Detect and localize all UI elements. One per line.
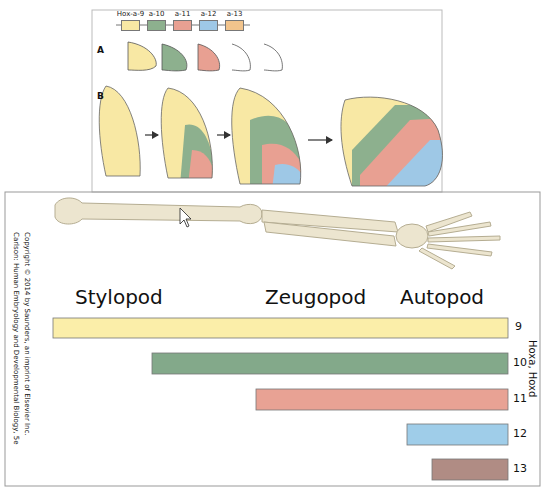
legend-text: Hox-a-9: [117, 11, 144, 18]
legend-swatch: [225, 20, 244, 31]
region-label: Stylopod: [75, 286, 163, 308]
legend-text: a-12: [201, 11, 217, 18]
gene-number: 10: [513, 357, 527, 369]
expression-bars: [53, 318, 508, 480]
legend-swatch: [147, 20, 166, 31]
panel-frame: [5, 192, 540, 486]
panel-letter: B: [97, 92, 104, 102]
legend-text: a-11: [175, 11, 191, 18]
legend-swatch: [121, 20, 140, 31]
limb-bud-row-b: [99, 80, 450, 200]
region-label: Autopod: [400, 286, 484, 308]
gene-number: 9: [515, 321, 522, 333]
legend-text: a-13: [227, 11, 243, 18]
limb-bud-row-a: [128, 42, 282, 71]
cursor-icon: [180, 208, 191, 227]
copyright-note: Carlson: Human Embryology and Developmen…: [11, 232, 19, 444]
gene-number: 13: [513, 463, 527, 475]
gene-number: 11: [513, 393, 527, 405]
axis-label: Hoxa, Hoxd: [527, 340, 538, 397]
legend-text: a-10: [149, 11, 165, 18]
legend-swatch: [199, 20, 218, 31]
arm-skeleton: [55, 198, 500, 269]
gene-number: 12: [513, 428, 527, 440]
panel-letter: A: [97, 46, 104, 56]
legend-swatch: [173, 20, 192, 31]
region-label: Zeugopod: [265, 286, 366, 308]
copyright-note: Copyright © 2014 by Saunders, an imprint…: [22, 232, 30, 436]
